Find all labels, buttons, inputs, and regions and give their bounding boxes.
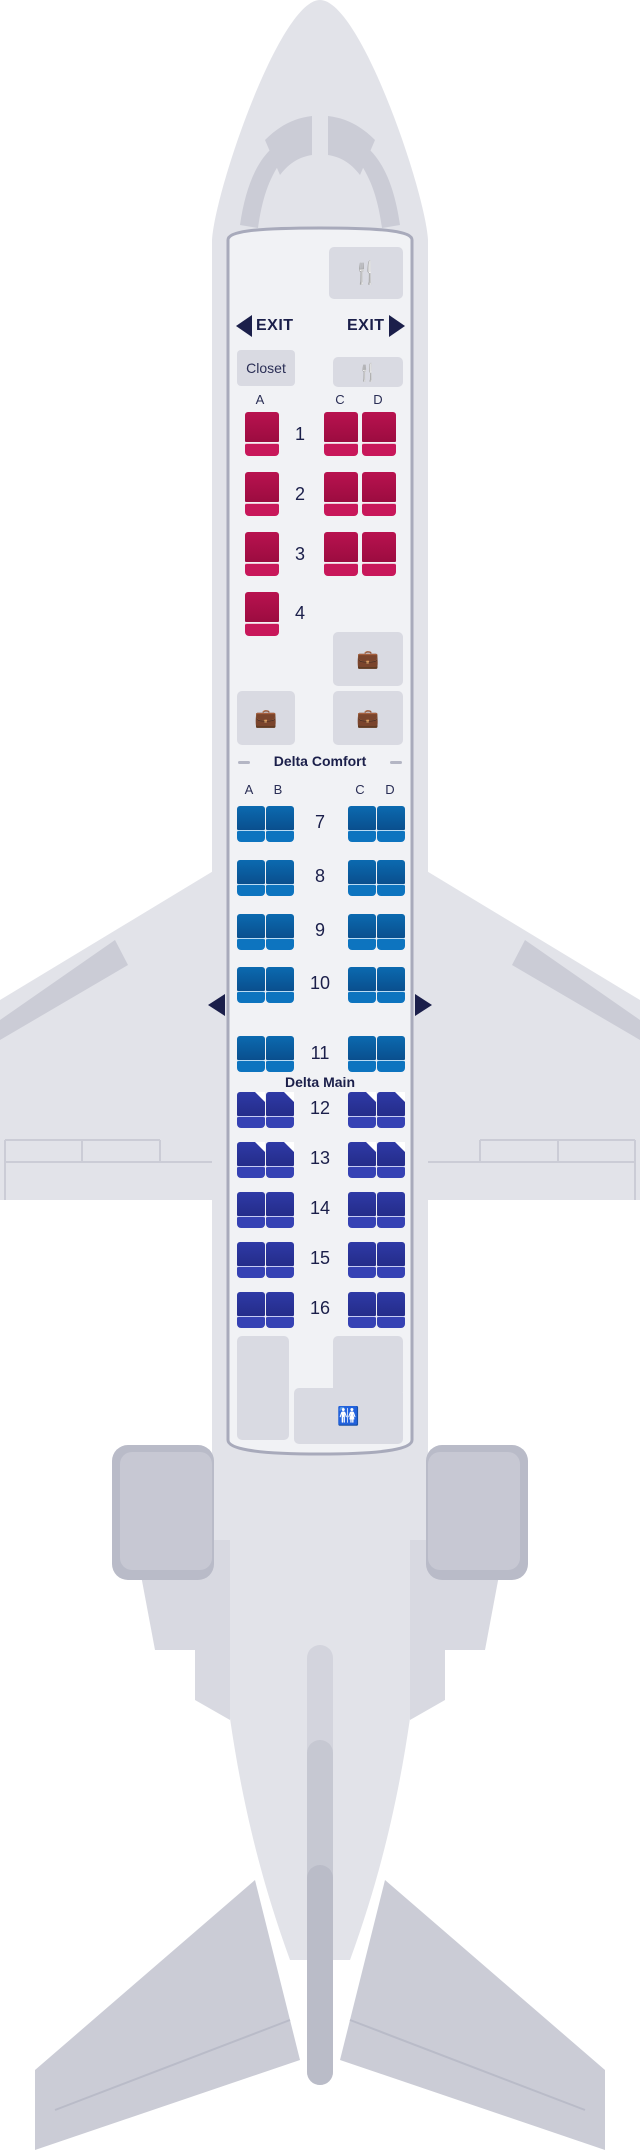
- seat-2A[interactable]: [245, 472, 279, 516]
- arrow-left-icon: [236, 315, 252, 337]
- restroom-icon: 🚻: [337, 1406, 360, 1426]
- seat-13D[interactable]: [377, 1142, 405, 1178]
- lavatory: 🚻: [294, 1388, 403, 1444]
- seat-15C[interactable]: [348, 1242, 376, 1278]
- row-number: 14: [309, 1198, 331, 1218]
- seat-7B[interactable]: [266, 806, 294, 842]
- luggage-icon: 💼: [356, 649, 380, 669]
- row-number: 7: [314, 812, 325, 832]
- seat-8A[interactable]: [237, 860, 265, 896]
- row-number: 10: [309, 973, 331, 993]
- seat-11A[interactable]: [237, 1036, 265, 1072]
- seat-9C[interactable]: [348, 914, 376, 950]
- seat-11B[interactable]: [266, 1036, 294, 1072]
- seat-13B[interactable]: [266, 1142, 294, 1178]
- seat-12A[interactable]: [237, 1092, 265, 1128]
- seat-8B[interactable]: [266, 860, 294, 896]
- column-label-a: A: [244, 782, 254, 797]
- seat-16A[interactable]: [237, 1292, 265, 1328]
- seat-9A[interactable]: [237, 914, 265, 950]
- row-number: 2: [294, 484, 305, 504]
- seat-16D[interactable]: [377, 1292, 405, 1328]
- seat-1C[interactable]: [324, 412, 358, 456]
- row-number: 11: [310, 1043, 330, 1063]
- seat-3D[interactable]: [362, 532, 396, 576]
- seat-10D[interactable]: [377, 967, 405, 1003]
- luggage-icon: 💼: [254, 708, 278, 728]
- seat-13A[interactable]: [237, 1142, 265, 1178]
- row-number: 16: [309, 1298, 331, 1318]
- column-label-d: D: [385, 782, 395, 797]
- seat-14A[interactable]: [237, 1192, 265, 1228]
- seat-1D[interactable]: [362, 412, 396, 456]
- storage-right-upper: 💼: [333, 632, 403, 686]
- closet: Closet: [237, 350, 295, 386]
- seat-3A[interactable]: [245, 532, 279, 576]
- exit-right-label: EXIT: [347, 317, 385, 334]
- column-label-d: D: [373, 392, 383, 407]
- row-number: 9: [314, 920, 325, 940]
- seat-10B[interactable]: [266, 967, 294, 1003]
- row-number: 8: [314, 866, 325, 886]
- seat-10A[interactable]: [237, 967, 265, 1003]
- galley-small: 🍴: [333, 357, 403, 387]
- seat-1A[interactable]: [245, 412, 279, 456]
- arrow-right-icon: [388, 315, 405, 337]
- aft-closet: [333, 1336, 403, 1392]
- closet-label: Closet: [246, 360, 286, 376]
- luggage-icon: 💼: [356, 708, 380, 728]
- fork-knife-icon: 🍴: [357, 362, 379, 382]
- row-number: 12: [309, 1098, 331, 1118]
- seat-16C[interactable]: [348, 1292, 376, 1328]
- exit-left-label: EXIT: [256, 317, 294, 334]
- seat-14C[interactable]: [348, 1192, 376, 1228]
- column-label-c: C: [335, 392, 345, 407]
- seat-7C[interactable]: [348, 806, 376, 842]
- column-label-a: A: [255, 392, 265, 407]
- seat-7A[interactable]: [237, 806, 265, 842]
- row-number: 4: [294, 603, 305, 623]
- storage-right-lower: 💼: [333, 691, 403, 745]
- seat-2D[interactable]: [362, 472, 396, 516]
- seat-14B[interactable]: [266, 1192, 294, 1228]
- storage-left: 💼: [237, 691, 295, 745]
- seat-8C[interactable]: [348, 860, 376, 896]
- row-number: 13: [309, 1148, 331, 1168]
- row-number: 15: [309, 1248, 331, 1268]
- seat-12B[interactable]: [266, 1092, 294, 1128]
- column-label-c: C: [355, 782, 365, 797]
- seat-8D[interactable]: [377, 860, 405, 896]
- seat-2C[interactable]: [324, 472, 358, 516]
- seat-11D[interactable]: [377, 1036, 405, 1072]
- seat-12C[interactable]: [348, 1092, 376, 1128]
- seat-9B[interactable]: [266, 914, 294, 950]
- seat-7D[interactable]: [377, 806, 405, 842]
- seat-15D[interactable]: [377, 1242, 405, 1278]
- seat-12D[interactable]: [377, 1092, 405, 1128]
- seat-9D[interactable]: [377, 914, 405, 950]
- section-title-main: Delta Main: [284, 1074, 355, 1090]
- exit-right: EXIT: [347, 315, 405, 337]
- section-divider-right: [390, 761, 402, 764]
- row-number: 3: [294, 544, 305, 564]
- aft-galley: [237, 1336, 289, 1440]
- seat-13C[interactable]: [348, 1142, 376, 1178]
- seat-15A[interactable]: [237, 1242, 265, 1278]
- seat-15B[interactable]: [266, 1242, 294, 1278]
- exit-left: EXIT: [236, 315, 294, 337]
- section-divider-left: [238, 761, 250, 764]
- column-label-b: B: [273, 782, 283, 797]
- seat-11C[interactable]: [348, 1036, 376, 1072]
- seat-4A[interactable]: [245, 592, 279, 636]
- forward-galley: 🍴: [329, 247, 403, 299]
- seat-16B[interactable]: [266, 1292, 294, 1328]
- seat-3C[interactable]: [324, 532, 358, 576]
- row-number: 1: [294, 424, 305, 444]
- section-title-comfort: Delta Comfort: [273, 753, 367, 769]
- seat-10C[interactable]: [348, 967, 376, 1003]
- fork-knife-icon: 🍴: [352, 260, 380, 285]
- seat-14D[interactable]: [377, 1192, 405, 1228]
